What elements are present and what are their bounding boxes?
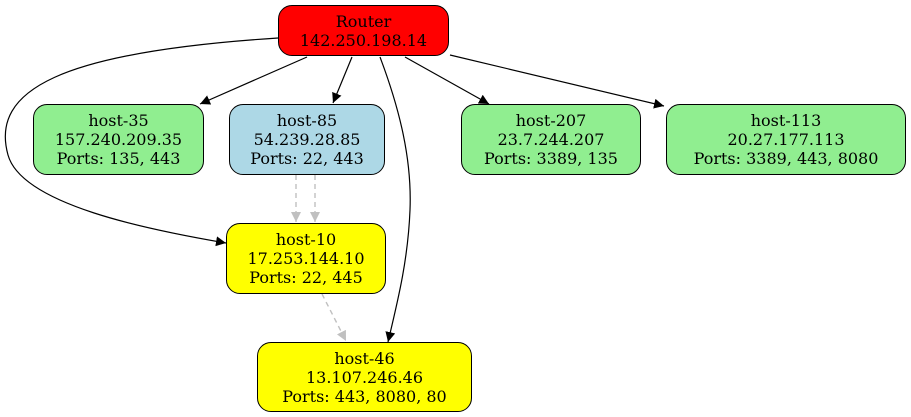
node-router-ip: 142.250.198.14: [299, 30, 428, 50]
node-host-46[interactable]: host-46 13.107.246.46 Ports: 443, 8080, …: [257, 342, 472, 412]
node-host-46-name: host-46: [334, 348, 395, 368]
node-host-85-name: host-85: [276, 111, 338, 130]
edge-router-host-85: [332, 56, 353, 104]
node-host-207-ports: Ports: 3389, 135: [484, 149, 618, 168]
edge-host-10-host-46: [321, 293, 347, 342]
edge-router-host-46: [379, 56, 411, 343]
node-host-85-ip: 54.239.28.85: [253, 130, 361, 149]
node-host-207-name: host-207: [515, 111, 587, 130]
node-host-46-ports: Ports: 443, 8080, 80: [282, 386, 447, 406]
node-host-35[interactable]: host-35 157.240.209.35 Ports: 135, 443: [33, 104, 204, 175]
node-host-46-ip: 13.107.246.46: [305, 367, 424, 387]
edge-router-host-207: [404, 56, 490, 105]
node-host-207[interactable]: host-207 23.7.244.207 Ports: 3389, 135: [461, 104, 641, 175]
node-host-10-name: host-10: [275, 230, 337, 249]
node-host-10-ip: 17.253.144.10: [247, 249, 365, 268]
node-host-85-ports: Ports: 22, 443: [250, 149, 364, 168]
node-host-113[interactable]: host-113 20.27.177.113 Ports: 3389, 443,…: [666, 104, 906, 175]
edge-router-host-113: [449, 54, 665, 109]
node-host-207-ip: 23.7.244.207: [497, 130, 605, 149]
node-host-35-ports: Ports: 135, 443: [56, 149, 181, 168]
edge-router-host-35: [199, 56, 308, 105]
node-host-113-name: host-113: [750, 111, 822, 130]
node-host-113-ports: Ports: 3389, 443, 8080: [693, 149, 879, 168]
node-host-113-ip: 20.27.177.113: [727, 130, 845, 149]
node-host-10[interactable]: host-10 17.253.144.10 Ports: 22, 445: [226, 223, 386, 294]
node-host-35-ip: 157.240.209.35: [54, 130, 183, 149]
node-router-name: Router: [335, 11, 392, 31]
edge-router-host-10: [4, 37, 279, 247]
node-router[interactable]: Router 142.250.198.14: [278, 5, 449, 56]
node-host-35-name: host-35: [88, 111, 149, 130]
node-host-10-ports: Ports: 22, 445: [249, 268, 363, 287]
node-host-85[interactable]: host-85 54.239.28.85 Ports: 22, 443: [229, 104, 385, 175]
